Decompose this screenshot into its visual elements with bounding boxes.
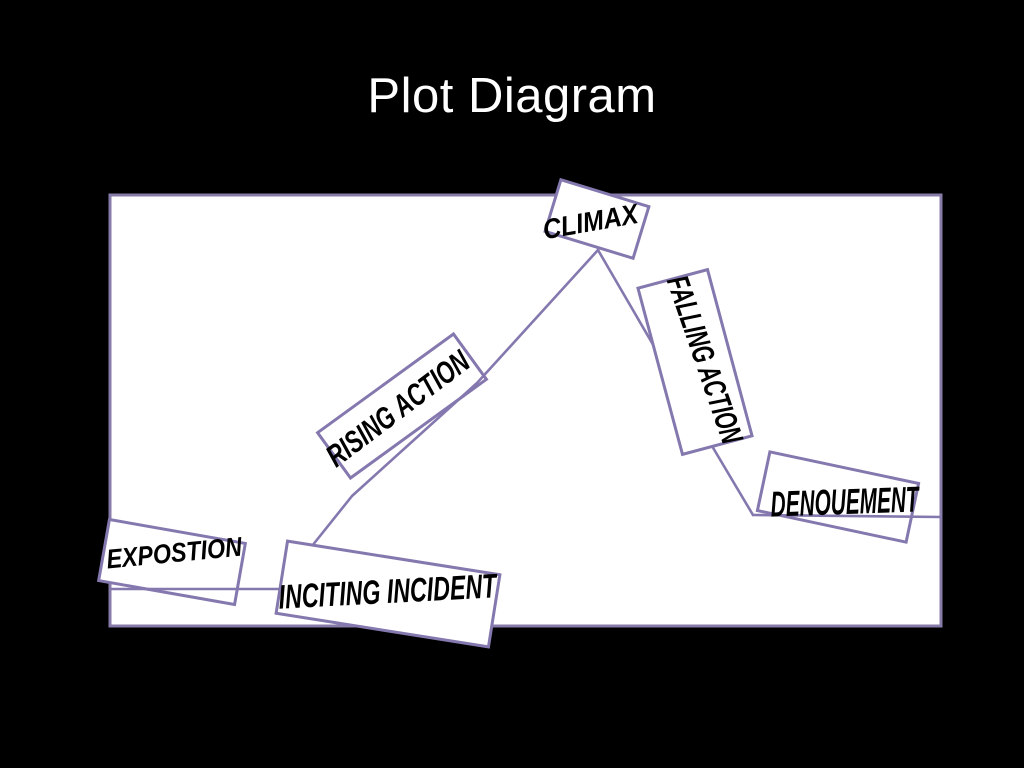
plot-panel bbox=[108, 193, 943, 628]
rising-action-box bbox=[315, 331, 489, 481]
denouement-box bbox=[755, 450, 921, 544]
falling-action-box bbox=[636, 267, 754, 457]
denouement-label: DENOUEMENT bbox=[770, 478, 921, 524]
rising-action-line bbox=[310, 248, 600, 548]
slide-title: Plot Diagram bbox=[367, 69, 657, 123]
baseline-right-line bbox=[751, 513, 943, 519]
climax-box bbox=[543, 177, 651, 261]
exposition-box bbox=[96, 517, 248, 607]
inciting-incident-box bbox=[274, 539, 502, 649]
